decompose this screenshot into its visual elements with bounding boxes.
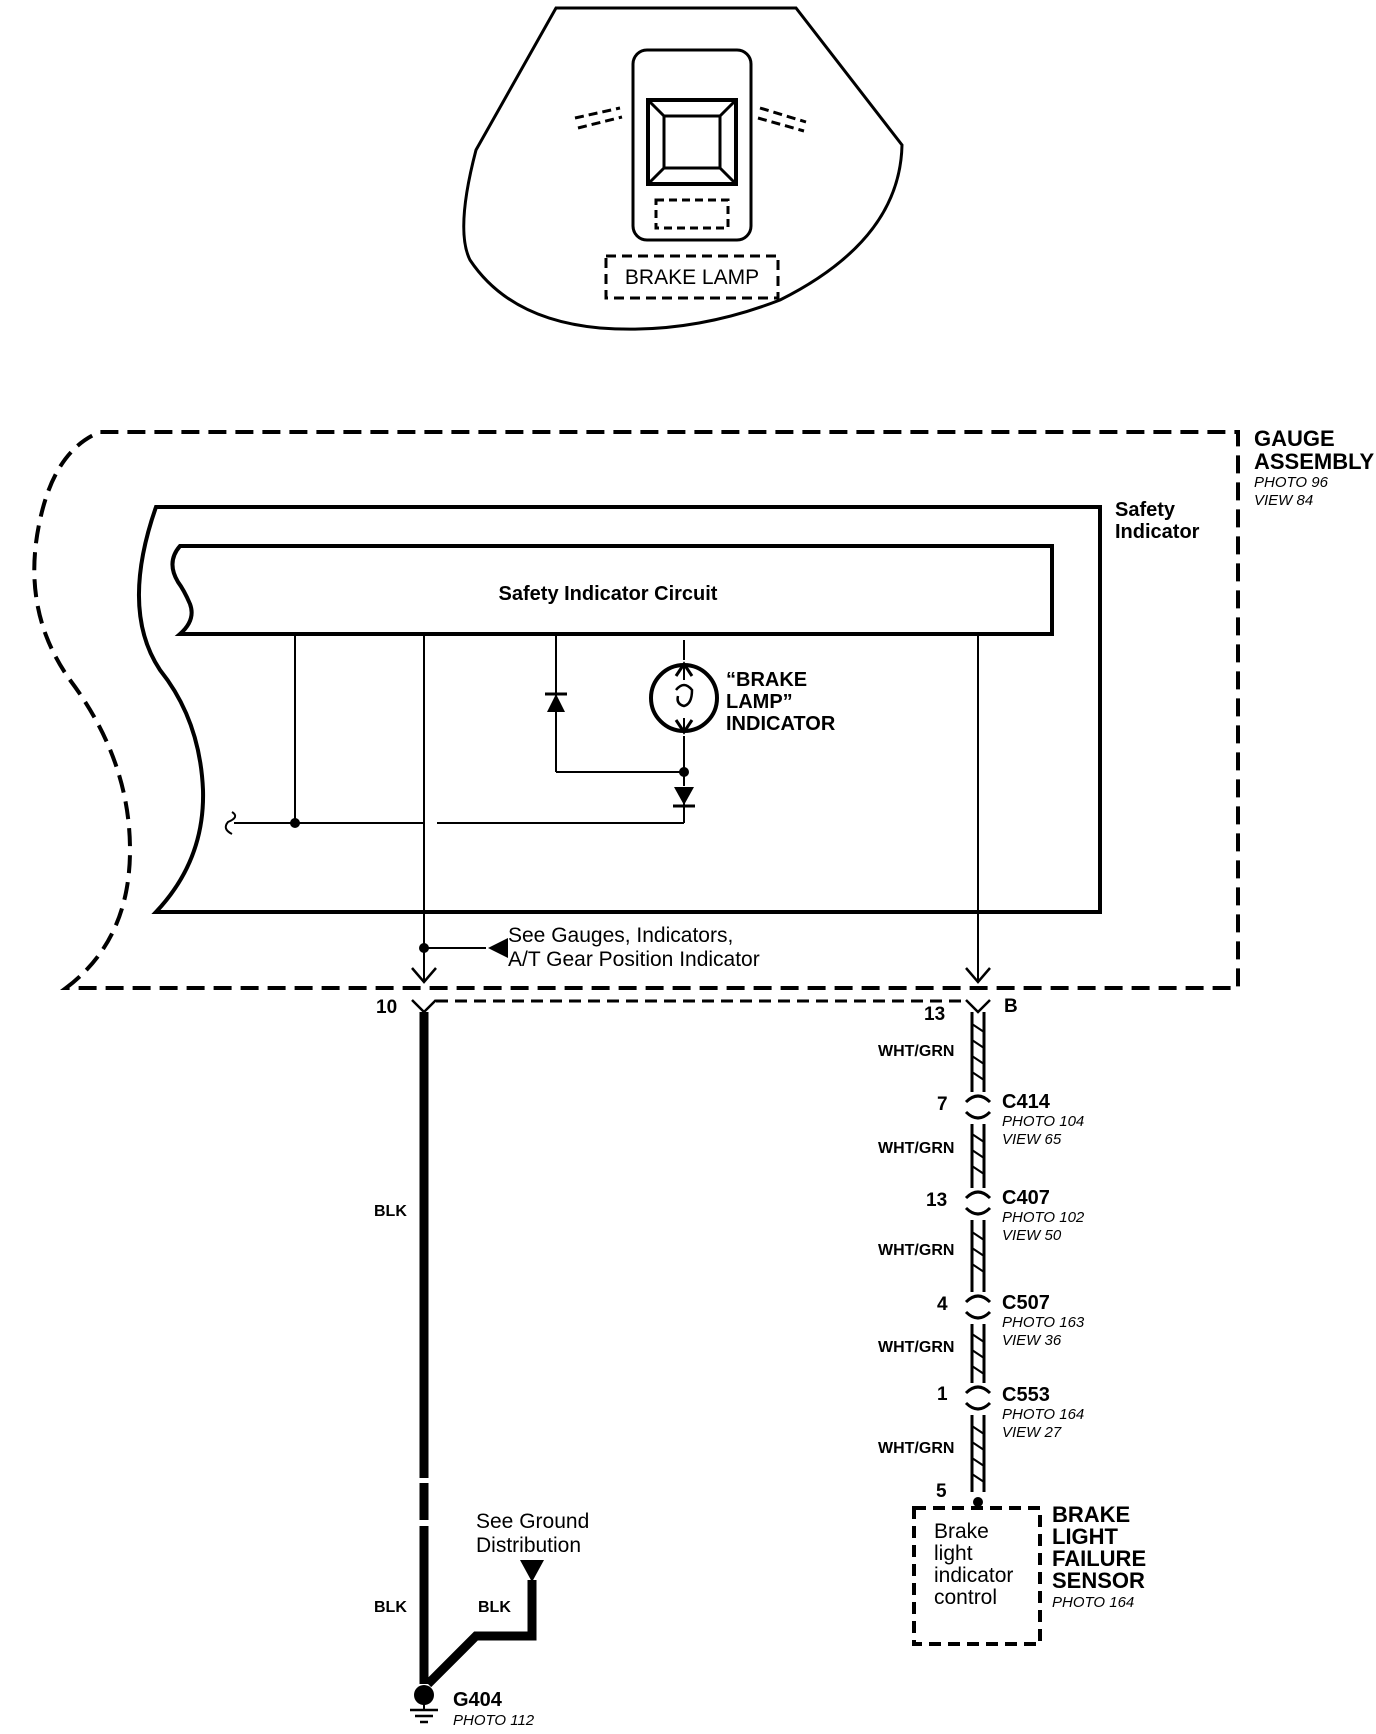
- wire-color-label: BLK: [374, 1599, 407, 1616]
- bulb-icon: [649, 661, 719, 735]
- pin-number: 1: [937, 1384, 948, 1405]
- safety-indicator-circuit-label: Safety Indicator Circuit: [499, 583, 718, 605]
- reference-arrow-icon: [488, 938, 508, 958]
- blk-branch-wire: [424, 1580, 537, 1688]
- safety-indicator: Safety Indicator Safety Indicator Circui…: [137, 499, 1200, 980]
- junction-dot: [973, 1497, 983, 1507]
- connector-photo: PHOTO 164: [1002, 1406, 1084, 1423]
- brake-light-failure-sensor: Brake light indicator control BRAKE LIGH…: [912, 1502, 1146, 1646]
- sensor-title: SENSOR: [1052, 1568, 1145, 1593]
- connector-c407-icon: [964, 1190, 992, 1216]
- switch-housing: [631, 48, 753, 242]
- diode-icon: [673, 787, 695, 808]
- sensor-title: LIGHT: [1052, 1524, 1119, 1549]
- junction-dot: [679, 767, 689, 777]
- sensor-inner-label: indicator: [934, 1564, 1013, 1587]
- connector-name: C507: [1002, 1292, 1050, 1314]
- diode-icon: [545, 692, 567, 712]
- connector-name: C414: [1002, 1091, 1051, 1113]
- pin-number: 13: [926, 1190, 947, 1211]
- gauge-assembly-title: ASSEMBLY: [1254, 449, 1375, 474]
- internal-wiring: [234, 634, 979, 980]
- ground-icon: [410, 1685, 438, 1724]
- right-circuit: WHT/GRN WHT/GRN WHT/GRN WHT/GRN WHT/GRN …: [878, 1012, 1085, 1507]
- sensor-inner-label: light: [934, 1542, 973, 1565]
- brake-lamp-indicator-label: LAMP”: [726, 691, 793, 713]
- pin-number: 4: [937, 1294, 948, 1315]
- connector-view: VIEW 27: [1002, 1424, 1062, 1441]
- gauges-reference: See Gauges, Indicators, A/T Gear Positio…: [419, 924, 760, 971]
- connector-photo: PHOTO 163: [1002, 1314, 1085, 1331]
- gauge-assembly-title: GAUGE: [1254, 426, 1335, 451]
- switch-button: [646, 98, 738, 186]
- ground-reference-text: See Ground: [476, 1510, 589, 1533]
- connector-c553-icon: [964, 1385, 992, 1411]
- connector-name: C553: [1002, 1384, 1050, 1406]
- panel-outline: [462, 6, 904, 331]
- wire-color-label: WHT/GRN: [878, 1339, 954, 1356]
- sensor-photo: PHOTO 164: [1052, 1594, 1134, 1611]
- gauges-reference-text: A/T Gear Position Indicator: [508, 948, 760, 971]
- wire-break-mark: [224, 811, 237, 835]
- junction-dot: [290, 818, 300, 828]
- connector-b: 10 13 B: [376, 967, 1018, 1025]
- connector-name: C407: [1002, 1187, 1050, 1209]
- sensor-inner-label: control: [934, 1586, 997, 1609]
- instrument-panel-illustration: BRAKE LAMP: [462, 6, 904, 331]
- safety-indicator-title: Indicator: [1115, 521, 1200, 543]
- safety-indicator-circuit-box: [170, 544, 1054, 636]
- gauge-assembly: GAUGE ASSEMBLY PHOTO 96 VIEW 84: [32, 426, 1375, 990]
- brake-lamp-indicator-label: “BRAKE: [726, 669, 807, 691]
- gauges-reference-text: See Gauges, Indicators,: [508, 924, 733, 947]
- connector-view: VIEW 65: [1002, 1131, 1062, 1148]
- ground-name: G404: [453, 1689, 503, 1711]
- wire-color-label: BLK: [478, 1599, 511, 1616]
- connector-photo: PHOTO 104: [1002, 1113, 1084, 1130]
- wire-color-label: WHT/GRN: [878, 1440, 954, 1457]
- connector-view: VIEW 50: [1002, 1227, 1062, 1244]
- pin-number: 13: [924, 1004, 945, 1025]
- sensor-title: BRAKE: [1052, 1502, 1130, 1527]
- junction-dot: [419, 943, 429, 953]
- connector-view: VIEW 36: [1002, 1332, 1062, 1349]
- gauge-assembly-photo: PHOTO 96: [1254, 474, 1329, 491]
- sensor-title: FAILURE: [1052, 1546, 1146, 1571]
- ground-reference-text: Distribution: [476, 1534, 581, 1557]
- wire-color-label: WHT/GRN: [878, 1043, 954, 1060]
- sensor-box: [912, 1506, 1042, 1646]
- gauge-assembly-view: VIEW 84: [1254, 492, 1313, 509]
- sensor-inner-label: Brake: [934, 1520, 989, 1543]
- ground-photo: PHOTO 112: [453, 1712, 535, 1729]
- pin-number: 5: [936, 1481, 947, 1502]
- connector-c414-icon: [964, 1094, 992, 1120]
- connector-c507-icon: [964, 1294, 992, 1320]
- pin-number: 7: [937, 1094, 948, 1115]
- connector-photo: PHOTO 102: [1002, 1209, 1085, 1226]
- wire-color-label: WHT/GRN: [878, 1242, 954, 1259]
- wire-stripes: [971, 1023, 985, 1483]
- reference-arrow-icon: [520, 1560, 544, 1582]
- brake-lamp-label-box: [604, 254, 780, 300]
- gauge-assembly-outline: [32, 430, 1240, 990]
- safety-indicator-outline: [137, 505, 1102, 914]
- brake-lamp-label: BRAKE LAMP: [625, 266, 759, 289]
- safety-indicator-title: Safety: [1115, 499, 1176, 521]
- pin-number: 10: [376, 997, 397, 1018]
- left-circuit: BLK BLK BLK See Ground Distribution G404…: [374, 1012, 589, 1729]
- switch-lower-indicator: [654, 198, 730, 230]
- brake-lamp-indicator-label: INDICATOR: [726, 713, 836, 735]
- wire-color-label: WHT/GRN: [878, 1140, 954, 1157]
- wire-color-label: BLK: [374, 1203, 407, 1220]
- connector-name: B: [1004, 996, 1018, 1017]
